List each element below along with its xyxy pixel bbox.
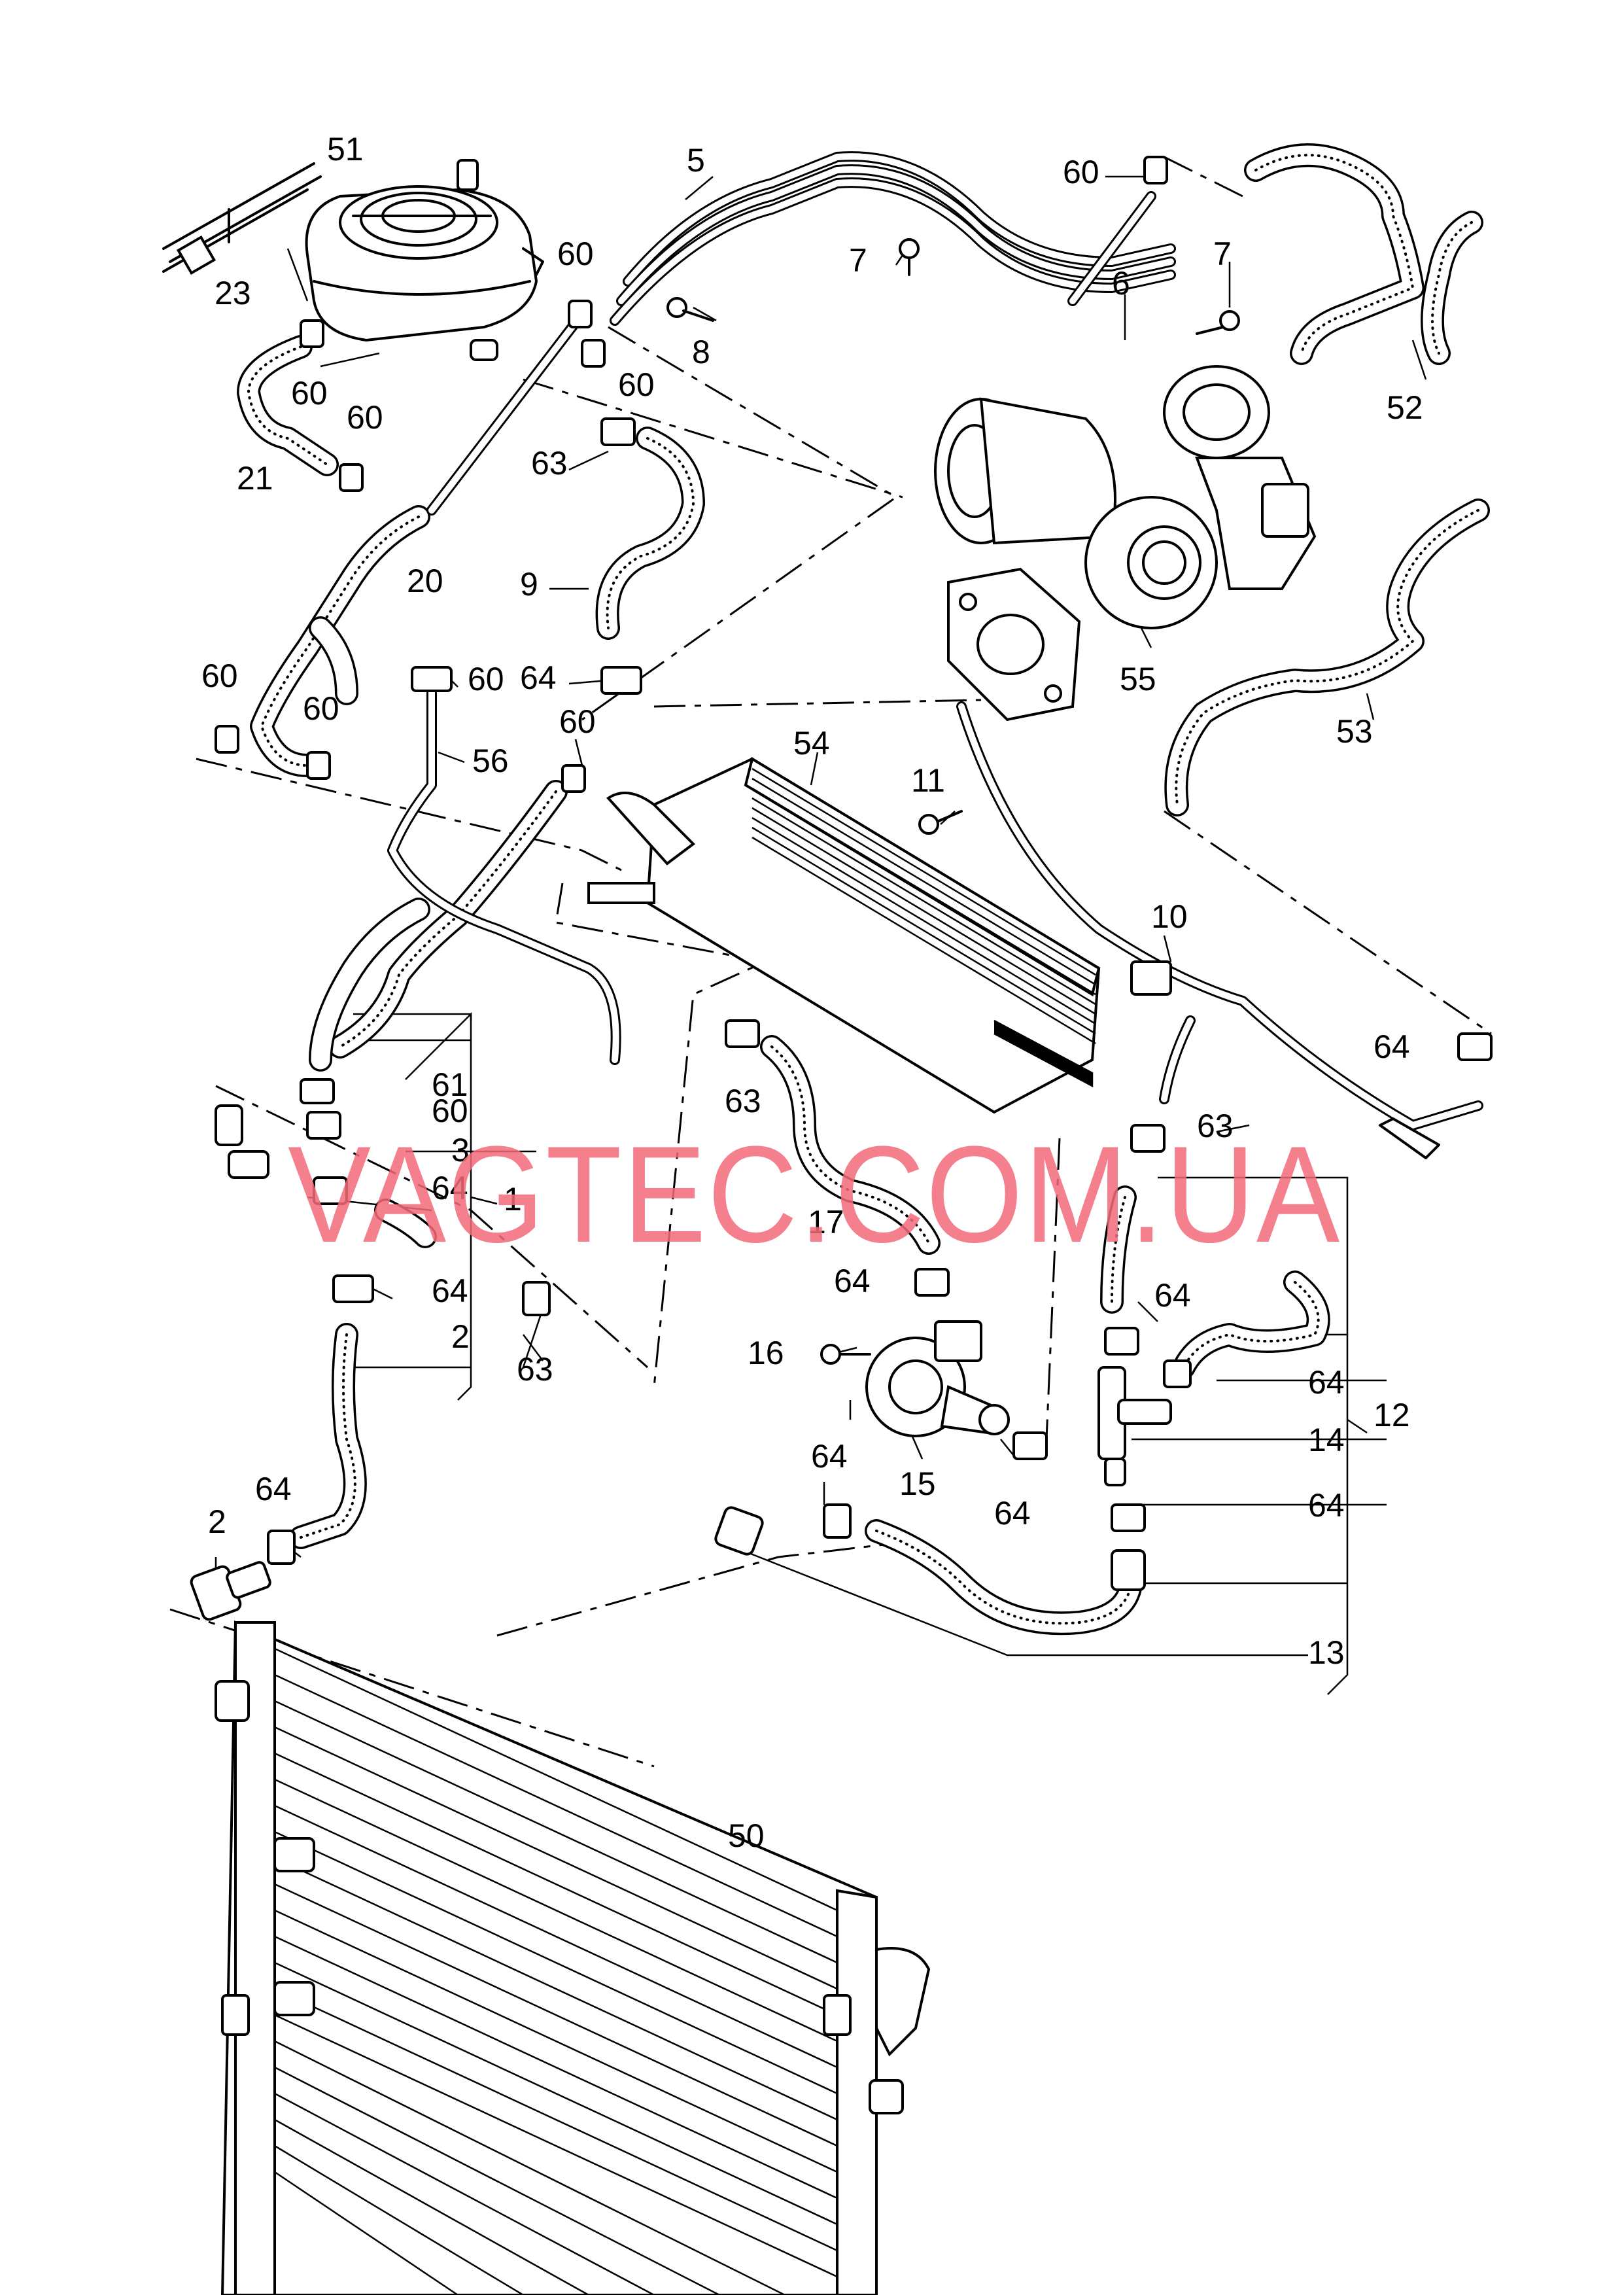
label-63c: 63 <box>1197 1108 1234 1144</box>
radiator[interactable] <box>215 1620 931 2295</box>
label-2a: 2 <box>451 1318 470 1355</box>
label-63b: 63 <box>725 1083 761 1119</box>
label-53: 53 <box>1336 713 1373 750</box>
label-60g: 60 <box>303 690 339 727</box>
label-14: 14 <box>1308 1422 1345 1458</box>
label-60i: 60 <box>559 703 596 740</box>
radiator-fins <box>274 1647 838 2295</box>
label-16: 16 <box>748 1335 784 1371</box>
label-56: 56 <box>472 743 509 779</box>
label-23: 23 <box>215 275 251 311</box>
label-64h: 64 <box>1154 1277 1191 1314</box>
watermark: VAGTEC.COM.UA <box>288 1117 1341 1271</box>
expansion-tank[interactable] <box>305 159 544 361</box>
label-15: 15 <box>899 1465 936 1502</box>
label-54: 54 <box>793 725 830 762</box>
egr-cooler-fins <box>752 767 1096 1088</box>
label-60a: 60 <box>557 236 594 272</box>
label-7a: 7 <box>849 242 867 279</box>
label-11: 11 <box>911 762 945 799</box>
label-7b: 7 <box>1213 236 1232 272</box>
label-64j: 64 <box>1308 1487 1345 1524</box>
bolts[interactable] <box>666 238 1240 1365</box>
label-20: 20 <box>407 563 443 599</box>
label-13: 13 <box>1308 1634 1345 1671</box>
label-12: 12 <box>1373 1397 1410 1433</box>
label-5: 5 <box>687 142 705 179</box>
label-60e: 60 <box>1063 154 1099 190</box>
label-64c: 64 <box>432 1170 468 1206</box>
hose-connectors[interactable] <box>190 1104 1146 1621</box>
label-64k: 64 <box>255 1471 292 1507</box>
label-8: 8 <box>692 334 710 370</box>
label-10: 10 <box>1151 898 1188 935</box>
label-64a: 64 <box>520 659 557 696</box>
label-60b: 60 <box>291 375 328 412</box>
label-64b: 64 <box>1373 1028 1410 1065</box>
label-64g: 64 <box>811 1438 848 1475</box>
t-piece-connector[interactable] <box>1097 1366 1172 1486</box>
label-60f: 60 <box>201 657 238 694</box>
leader-lines <box>215 175 1478 1885</box>
turbocharger[interactable] <box>934 365 1317 722</box>
label-64i: 64 <box>1308 1364 1345 1401</box>
label-17: 17 <box>808 1204 844 1240</box>
label-6: 6 <box>1112 265 1130 302</box>
label-9: 9 <box>520 566 538 603</box>
label-64e: 64 <box>432 1272 468 1309</box>
label-51: 51 <box>327 131 364 167</box>
label-3: 3 <box>451 1132 470 1168</box>
label-60c: 60 <box>347 399 383 436</box>
label-21: 21 <box>237 460 273 497</box>
label-60j: 60 <box>432 1093 468 1129</box>
coolant-hoses[interactable] <box>237 143 1490 1636</box>
rigid-coolant-pipes[interactable] <box>387 151 1483 1159</box>
label-63a: 63 <box>531 445 568 482</box>
label-64d: 64 <box>834 1263 871 1299</box>
label-60h: 60 <box>468 661 504 697</box>
label-52: 52 <box>1387 389 1423 426</box>
label-50: 50 <box>728 1817 765 1854</box>
label-64f: 64 <box>994 1495 1031 1532</box>
label-60d: 60 <box>618 366 655 403</box>
label-61: 61 <box>432 1066 468 1103</box>
label-55: 55 <box>1120 661 1156 697</box>
hose-clamps[interactable] <box>215 156 1493 1565</box>
part-number-labels: 51 23 21 20 60 60 60 60 60 60 60 60 60 6… <box>201 131 1423 1854</box>
label-1: 1 <box>504 1181 522 1218</box>
auxiliary-water-pump[interactable] <box>865 1320 1010 1437</box>
label-63d: 63 <box>517 1351 553 1388</box>
label-2b: 2 <box>208 1503 226 1540</box>
egr-cooler[interactable] <box>587 756 1101 1114</box>
cable-tie-strap[interactable] <box>162 162 322 275</box>
